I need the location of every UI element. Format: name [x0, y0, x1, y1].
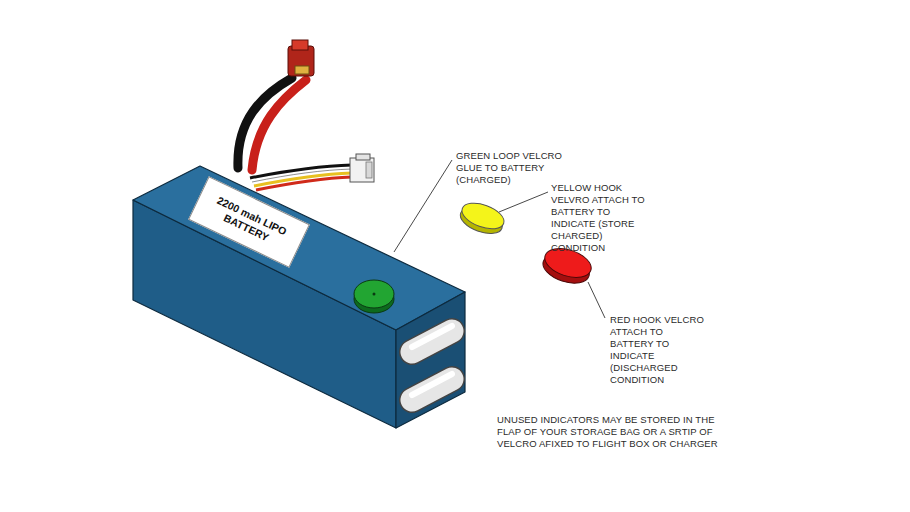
red-cable [252, 80, 306, 170]
callout-text: RED HOOK VELCRO ATTACH TO BATTERY TO IND… [610, 314, 706, 386]
balance-wire [252, 169, 352, 182]
balance-wire-edge [252, 169, 352, 182]
balance-wire [256, 177, 352, 190]
balance-connector [350, 154, 374, 182]
leader-line [499, 192, 548, 212]
note-text: UNUSED INDICATORS MAY BE STORED IN THE F… [497, 414, 719, 450]
green-velcro-dot [354, 280, 394, 313]
leader-line [588, 282, 605, 318]
power-connector [288, 40, 314, 76]
battery-body [133, 166, 465, 428]
callout-text: GREEN LOOP VELCRO GLUE TO BATTERY (CHARG… [456, 150, 564, 186]
leader-line [394, 160, 452, 252]
callout-text: YELLOW HOOK VELVRO ATTACH TO BATTERY TO … [551, 182, 651, 254]
yellow-velcro-oval [457, 198, 508, 238]
balance-wire [250, 165, 352, 178]
battery-terminals [412, 326, 452, 400]
balance-wire [254, 173, 352, 186]
